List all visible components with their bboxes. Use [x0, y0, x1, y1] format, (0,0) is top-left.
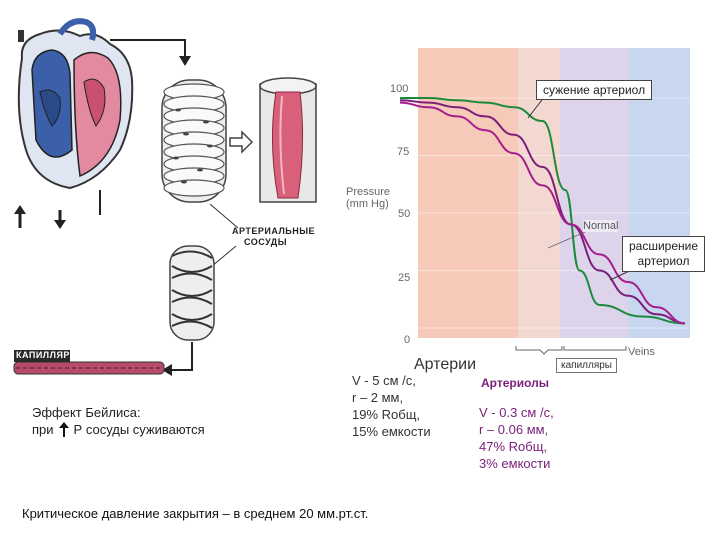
- arteriole-stat-radius: r – 0.06 мм,: [479, 422, 549, 438]
- bayliss-prefix: при: [32, 421, 54, 437]
- vessel-label: АРТЕРИАЛЬНЫЕ СОСУДЫ: [232, 226, 315, 248]
- arrow-down-icon: [54, 210, 66, 229]
- dilation-callout: расширение артериол: [622, 236, 706, 272]
- circulation-diagram: [13, 18, 317, 376]
- capillary-label: КАПИЛЛЯР: [16, 350, 70, 360]
- capillaries-bracket: [563, 346, 627, 351]
- series-lines: [399, 97, 686, 325]
- arrow-right-icon: [229, 130, 254, 154]
- arrow-up-icon: [58, 422, 69, 438]
- veins-label: Veins: [628, 346, 655, 358]
- artery-stat-velocity: V - 5 см /с,: [352, 373, 416, 388]
- arteriole-stat-resistance: 47% Rобщ,: [479, 439, 548, 455]
- vessel-coil-illustration: [161, 79, 227, 203]
- constriction-callout: сужение артериол: [536, 80, 653, 100]
- artery-stat-radius: r – 2 мм,: [352, 390, 404, 406]
- artery-stats: V - 5 см /с, r – 2 мм, 19% Rобщ, 15% емк…: [352, 372, 431, 441]
- dilation-callout-line2: артериол: [637, 254, 690, 268]
- zone-arteries: [418, 48, 518, 338]
- vessel-label-line2: СОСУДЫ: [244, 236, 288, 247]
- arteriole-stat-velocity: V - 0.3 см /с,: [479, 405, 554, 420]
- arrow-up-icon: [14, 205, 26, 228]
- arteriole-stats: V - 0.3 см /с, r – 0.06 мм, 47% Rобщ, 3%…: [479, 404, 554, 473]
- heart-illustration: [17, 18, 134, 190]
- artery-stat-resistance: 19% Rобщ,: [352, 407, 421, 423]
- normal-label: Normal: [583, 220, 619, 232]
- arteries-label: Артерии: [412, 356, 479, 374]
- artery-stat-capacity: 15% емкости: [352, 424, 431, 440]
- series-dilation-line: [399, 101, 686, 325]
- bayliss-suffix: Р сосуды суживаются: [73, 421, 205, 437]
- arteriole-stat-capacity: 3% емкости: [479, 456, 551, 472]
- left-illustration: [0, 0, 340, 400]
- vessel-cross-section-illustration: [259, 77, 317, 203]
- critical-pressure-note: Критическое давление закрытия – в средне…: [22, 506, 369, 521]
- vessel-label-line1: АРТЕРИАЛЬНЫЕ: [232, 226, 316, 236]
- arteriole-coil-illustration: [169, 245, 215, 341]
- ytick-100: 100: [390, 83, 409, 95]
- ytick-25: 25: [398, 272, 411, 284]
- bayliss-effect-text: Эффект Бейлиса: при Р сосуды суживаются: [32, 405, 205, 439]
- ytick-75: 75: [397, 146, 410, 158]
- arterioles-label: Артериолы: [481, 376, 549, 390]
- series-normal-line: [399, 99, 686, 325]
- y-axis-label: Pressure (mm Hg): [346, 186, 391, 210]
- bayliss-title: Эффект Бейлиса:: [32, 405, 141, 420]
- ytick-0: 0: [404, 334, 411, 346]
- bayliss-line: при Р сосуды суживаются: [32, 422, 205, 439]
- capillary-illustration: [13, 361, 165, 375]
- capillaries-label: капилляры: [556, 358, 617, 373]
- ytick-50: 50: [398, 208, 411, 220]
- dilation-callout-line1: расширение: [629, 239, 699, 253]
- series-constriction-line: [400, 97, 686, 325]
- normal-pointer: [547, 231, 586, 249]
- arterioles-bracket: [515, 346, 563, 355]
